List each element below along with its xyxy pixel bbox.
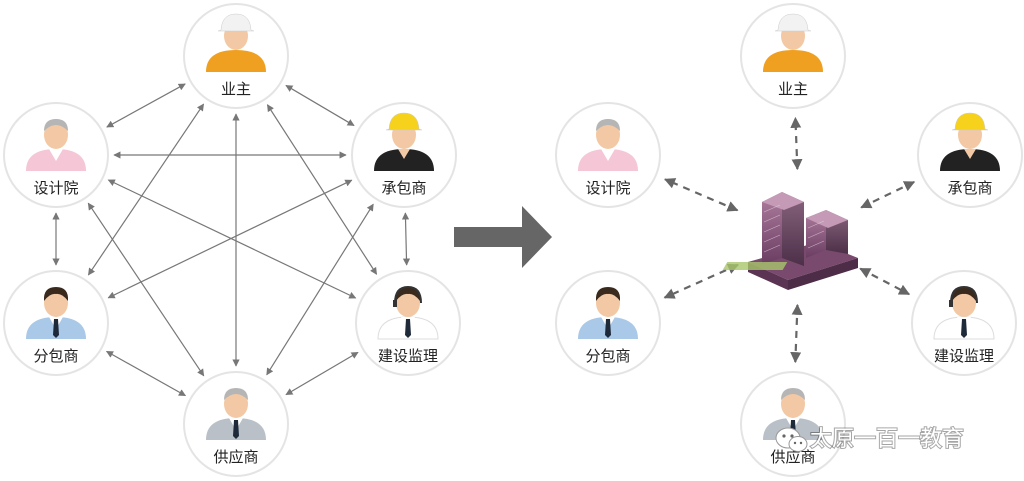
left-node-subcontractor: 分包商 bbox=[3, 270, 109, 376]
blue-shirt-avatar-icon bbox=[26, 287, 86, 339]
node-label: 供应商 bbox=[213, 448, 258, 466]
right-node-supplier: 供应商 bbox=[740, 371, 846, 477]
hardhat-orange-avatar-icon bbox=[206, 13, 266, 72]
node-label: 分包商 bbox=[585, 347, 630, 365]
gray-suit-avatar-icon bbox=[206, 388, 266, 440]
right-node-owner: 业主 bbox=[740, 3, 846, 109]
connection-line-design-supplier bbox=[87, 202, 205, 377]
hub-link-design bbox=[664, 178, 739, 212]
connection-line-contractor-supervisor bbox=[401, 212, 411, 266]
hub-link-subcontractor bbox=[663, 263, 739, 299]
node-label: 供应商 bbox=[770, 448, 815, 466]
right-node-contractor: 承包商 bbox=[917, 102, 1023, 208]
headset-avatar-icon bbox=[933, 285, 995, 340]
blue-shirt-avatar-icon bbox=[578, 287, 638, 339]
watermark: 太原一百一教育 bbox=[775, 426, 965, 453]
node-label: 业主 bbox=[221, 80, 251, 98]
node-label: 建设监理 bbox=[934, 347, 994, 365]
headset-avatar-icon bbox=[377, 285, 439, 340]
node-label: 设计院 bbox=[585, 179, 630, 197]
pink-shirt-avatar-icon bbox=[26, 119, 86, 171]
node-label: 建设监理 bbox=[378, 347, 438, 365]
left-node-supervisor: 建设监理 bbox=[355, 270, 461, 376]
node-label: 分包商 bbox=[33, 347, 78, 365]
left-node-owner: 业主 bbox=[183, 3, 289, 109]
right-node-subcontractor: 分包商 bbox=[555, 270, 661, 376]
left-node-contractor: 承包商 bbox=[351, 102, 457, 208]
connection-line-owner-contractor bbox=[285, 84, 355, 127]
left-node-supplier: 供应商 bbox=[183, 371, 289, 477]
hub-link-contractor bbox=[860, 180, 916, 209]
right-arrow-icon bbox=[454, 206, 552, 268]
hub-link-owner bbox=[790, 116, 803, 171]
hardhat-orange-avatar-icon bbox=[763, 13, 823, 72]
node-label: 业主 bbox=[778, 80, 808, 98]
connection-line-owner-subcontractor bbox=[87, 103, 205, 276]
right-connection-lines bbox=[663, 116, 916, 364]
hardhat-yellow-woman-avatar-icon bbox=[940, 112, 1000, 171]
right-node-supervisor: 建设监理 bbox=[911, 270, 1017, 376]
right-node-design: 设计院 bbox=[555, 102, 661, 208]
connection-line-owner-design bbox=[106, 83, 186, 128]
building-model-icon bbox=[722, 192, 858, 290]
connection-line-contractor-supplier bbox=[266, 203, 374, 376]
wechat-icon bbox=[775, 427, 808, 452]
left-connection-lines bbox=[52, 83, 411, 397]
hub-link-supplier bbox=[790, 303, 803, 364]
left-node-design: 设计院 bbox=[3, 102, 109, 208]
node-label: 承包商 bbox=[947, 179, 992, 197]
connection-line-contractor-subcontractor bbox=[107, 179, 353, 299]
hardhat-yellow-woman-avatar-icon bbox=[374, 112, 434, 171]
node-label: 设计院 bbox=[33, 179, 78, 197]
watermark-text: 太原一百一教育 bbox=[810, 427, 964, 452]
pink-shirt-avatar-icon bbox=[578, 119, 638, 171]
connection-line-supervisor-supplier bbox=[285, 351, 359, 396]
hub-link-supervisor bbox=[859, 267, 911, 296]
connection-line-subcontractor-supplier bbox=[105, 350, 187, 397]
node-label: 承包商 bbox=[381, 179, 426, 197]
